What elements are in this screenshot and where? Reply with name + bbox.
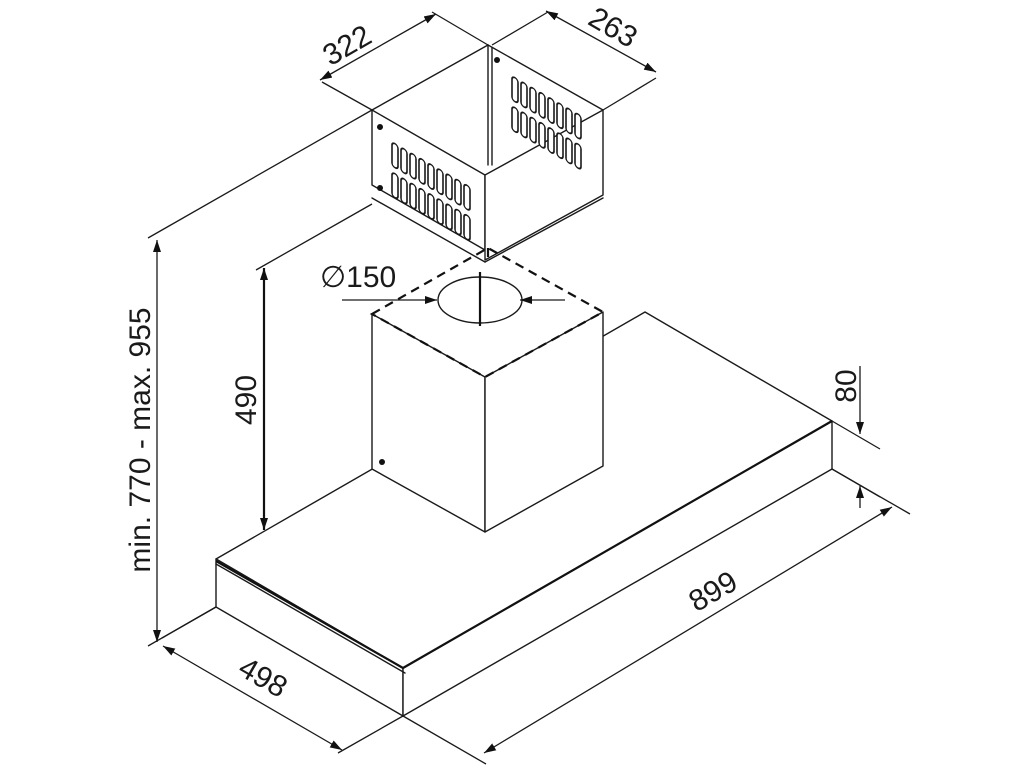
dim-hood-width [402,468,911,765]
upper-chimney-right-face [484,109,604,261]
chimney-screw-dot [379,459,385,465]
dim-duct-height [255,203,373,530]
vent-slots-right [511,76,582,170]
label-hood-thickness: 80 [830,369,863,402]
upper-screw-dot-2 [494,57,500,63]
label-duct-diameter: ∅150 [320,261,396,294]
label-top-depth: 263 [583,1,643,55]
vent-slots-left [391,142,471,241]
duct-dashed-rhombus [369,246,606,379]
dim-top-width [319,11,489,111]
label-height-range: min. 770 - max. 955 [124,307,157,572]
upper-screw-dot [377,124,383,130]
lower-chimney-right-face [484,311,604,533]
dim-hood-depth [161,606,404,754]
upper-chimney [371,44,604,263]
dim-top-depth [491,10,657,111]
hood-inner-line [215,563,406,674]
duct-outline-dashed [342,246,606,379]
upper-chimney-bottom-edge-right [484,197,604,263]
label-duct-height: 490 [230,375,263,425]
label-hood-depth: 498 [233,651,293,705]
label-top-width: 322 [317,19,377,73]
hood-front-edge-top [215,560,404,669]
label-hood-width: 899 [683,565,743,619]
upper-screw-dot-3 [377,185,383,191]
upper-chimney-bottom-edge [371,197,486,263]
